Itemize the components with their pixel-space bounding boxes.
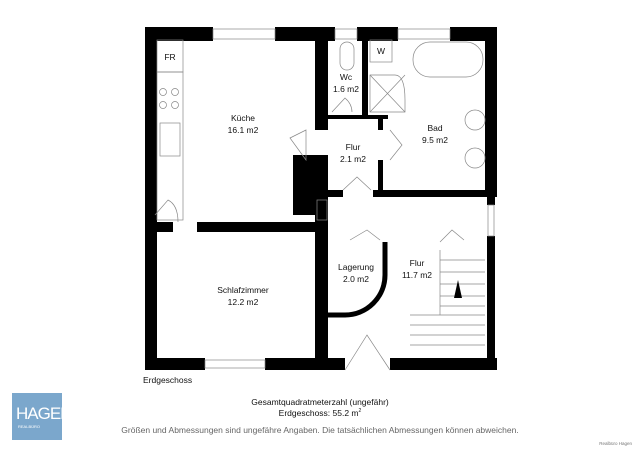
- walls: [145, 27, 497, 370]
- room-name-bad: Bad: [427, 123, 442, 133]
- room-area-lagerung: 2.0 m2: [343, 274, 369, 284]
- room-name-wc: Wc: [340, 72, 353, 82]
- logo-sub: REALBÜRO: [18, 424, 41, 429]
- room-area-kueche: 16.1 m2: [228, 125, 259, 135]
- logo-name: HAGEN: [16, 404, 72, 423]
- room-area-wc: 1.6 m2: [333, 84, 359, 94]
- fridge-label: FR: [164, 52, 175, 62]
- logo: HAGEN REALBÜRO: [12, 393, 72, 440]
- room-area-bad: 9.5 m2: [422, 135, 448, 145]
- credit: Realbüro Hagen: [599, 441, 632, 446]
- washer-label: W: [377, 46, 385, 56]
- summary-total: Erdgeschoss: 55.2 m2: [0, 408, 640, 418]
- fixtures: [154, 28, 495, 371]
- stair-arrow-icon: [454, 280, 462, 298]
- lagerung-wall: [320, 242, 388, 318]
- room-area-schlafzimmer: 12.2 m2: [228, 297, 259, 307]
- room-name-kueche: Küche: [231, 113, 255, 123]
- room-area-flur-large: 11.7 m2: [402, 270, 432, 280]
- room-name-schlafzimmer: Schlafzimmer: [217, 285, 269, 295]
- room-name-lagerung: Lagerung: [338, 262, 374, 272]
- summary-total-text: Erdgeschoss: 55.2 m: [278, 408, 359, 418]
- summary-unit-sup: 2: [358, 408, 362, 415]
- room-name-flur-small: Flur: [346, 142, 361, 152]
- room-name-flur-large: Flur: [410, 258, 425, 268]
- summary-title: Gesamtquadratmeterzahl (ungefähr): [251, 397, 389, 407]
- room-area-flur-small: 2.1 m2: [340, 154, 366, 164]
- floor-label: Erdgeschoss: [143, 375, 193, 385]
- disclaimer: Größen und Abmessungen sind ungefähre An…: [121, 425, 519, 435]
